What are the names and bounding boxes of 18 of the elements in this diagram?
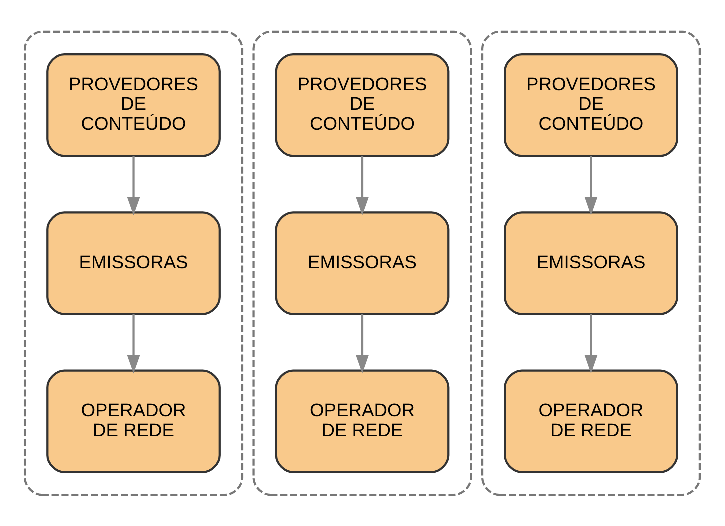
arrow xyxy=(584,314,598,374)
cluster xyxy=(481,30,701,496)
arrow xyxy=(356,156,369,216)
node-box: PROVEDORES DE CONTEÚDO xyxy=(275,52,450,157)
arrow xyxy=(584,156,598,216)
arrow xyxy=(127,156,140,216)
cluster xyxy=(24,30,244,496)
cluster xyxy=(252,30,472,496)
node-box: EMISSORAS xyxy=(504,211,678,315)
node-box: EMISSORAS xyxy=(275,211,450,315)
node-box: OPERADOR DE REDE xyxy=(275,369,450,474)
arrow xyxy=(356,314,369,374)
node-box: EMISSORAS xyxy=(46,211,221,315)
node-box: PROVEDORES DE CONTEÚDO xyxy=(46,52,221,157)
node-box: OPERADOR DE REDE xyxy=(504,369,678,474)
node-box: PROVEDORES DE CONTEÚDO xyxy=(504,52,678,157)
node-box: OPERADOR DE REDE xyxy=(46,369,221,474)
arrow xyxy=(127,314,140,374)
